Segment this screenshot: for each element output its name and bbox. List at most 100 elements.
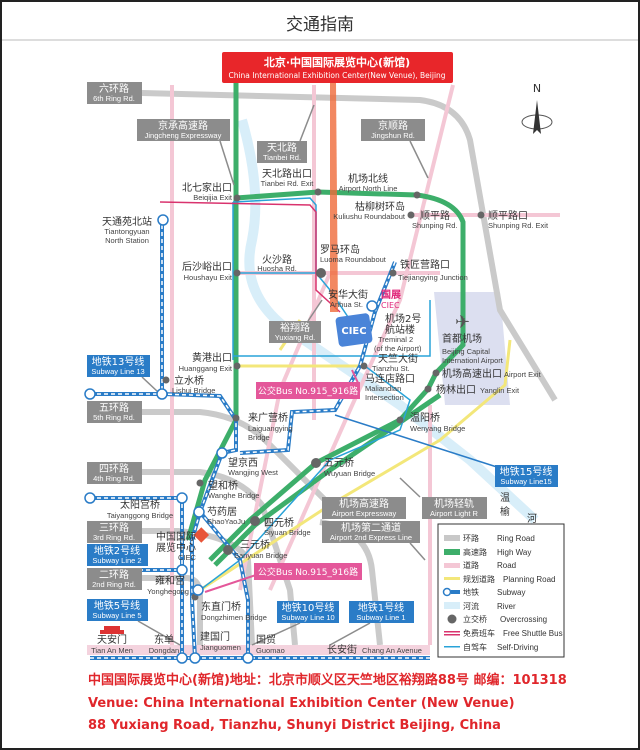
legend-item-shuttle-bus: 免费班车 Free Shuttle Bus [444, 628, 563, 638]
svg-text:高速路: 高速路 [463, 547, 487, 557]
svg-text:地铁10号线: 地铁10号线 [282, 601, 335, 614]
svg-text:4th Ring Rd.: 4th Ring Rd. [93, 474, 135, 483]
houshayu-label: 后沙峪出口 [182, 260, 232, 273]
svg-text:Planning Road: Planning Road [503, 575, 555, 584]
overcrossing-dot [360, 362, 368, 370]
subway-icon [157, 214, 169, 226]
kuliushu-label: 枯柳树环岛 [355, 200, 405, 213]
svg-text:Subway Line15: Subway Line15 [500, 477, 551, 486]
subway-icon [84, 492, 96, 504]
svg-text:5th Ring Rd.: 5th Ring Rd. [93, 413, 135, 422]
siyuan-label: 四元桥 [264, 517, 294, 529]
svg-text:Subway Line 1: Subway Line 1 [356, 613, 405, 622]
tianzhu-en: Tianzhu St. [372, 364, 410, 373]
wanghe-en: Wanghe Bridge [208, 491, 259, 500]
svg-text:免费班车: 免费班车 [463, 628, 495, 638]
shaoyaoju-label: 芍药居 [207, 505, 237, 518]
svg-text:Subway Line 13: Subway Line 13 [91, 367, 144, 376]
subway-icon [176, 652, 188, 664]
anhua-label: 安华大街 [328, 288, 368, 301]
lishui-en: Lishui Bridge [172, 386, 215, 395]
banner-en: China International Exhibition Center(Ne… [228, 71, 445, 80]
svg-text:京承高速路: 京承高速路 [158, 119, 208, 132]
self-driving-routes [199, 197, 431, 591]
banner-pointer [330, 83, 338, 312]
svg-text:地铁15号线: 地铁15号线 [500, 465, 553, 478]
shuttle-bus-route [159, 201, 341, 313]
ciec-old-label: 中国国际 [156, 530, 196, 543]
subway-icon [176, 492, 188, 504]
overcrossing-dot [162, 376, 170, 384]
venue-address: 中国国际展览中心(新馆)地址：北京市顺义区天竺地区裕翔路88号 邮编：10131… [88, 672, 567, 733]
overcrossing-dot [196, 479, 204, 487]
airplane-icon: ✈ [455, 312, 470, 333]
yanglin-label: 杨林出口 [436, 383, 476, 396]
subway-icon [193, 506, 205, 518]
svg-text:Subway Line 2: Subway Line 2 [92, 556, 141, 565]
tianbei-exit-label: 天北路出口 [262, 167, 312, 180]
svg-text:道路: 道路 [463, 560, 479, 570]
laiguangying-label: 来广营桥 [248, 411, 288, 424]
svg-text:二环路: 二环路 [99, 568, 129, 581]
svg-text:地铁13号线: 地铁13号线 [92, 355, 145, 368]
dongzhimen-label: 东直门桥 [201, 600, 241, 613]
tiantongyuan-en2: North Station [105, 236, 149, 245]
svg-text:Jingcheng Expressway: Jingcheng Expressway [145, 131, 222, 140]
bus-callout [204, 574, 257, 593]
svg-text:Free Shuttle Bus: Free Shuttle Bus [503, 629, 563, 638]
changan-en: Chang An Avenue [362, 646, 422, 655]
maliandian-label: 马连店路口 [365, 372, 415, 385]
capital-airport-label: 首都机场 [442, 332, 482, 345]
tiananmen-label: 天安门 [97, 633, 127, 646]
tiantongyuan-en1: Tiantongyuan [104, 227, 149, 236]
overcrossing-dot [477, 211, 485, 219]
svg-text:Airport Expressway: Airport Expressway [332, 509, 397, 518]
svg-text:裕翔路: 裕翔路 [280, 321, 310, 334]
luoma-en: Luoma Roundabout [320, 255, 387, 264]
overcrossing-dot [233, 362, 241, 370]
overcrossing-dot [389, 269, 397, 277]
overcrossing-dots [162, 188, 485, 601]
svg-text:Road: Road [497, 561, 516, 570]
overcrossing-dot [314, 188, 322, 196]
airport-exit-label: 机场高速出口 [442, 367, 502, 380]
svg-text:Yuxiang Rd.: Yuxiang Rd. [275, 333, 315, 342]
laiguangying-en1: Laiguangying [248, 424, 293, 433]
svg-text:3rd Ring Rd.: 3rd Ring Rd. [93, 533, 135, 542]
airport-exit-en: Airport Exit [504, 370, 542, 379]
banner-zh: 北京·中国国际展览中心(新馆) [264, 55, 410, 69]
ciec-old-venue-marker [193, 527, 210, 543]
wuyuan-en: Wuyuan Bridge [324, 469, 375, 478]
capital-airport-en2: Internationl Airport [442, 356, 504, 365]
wenyu-river-c3: 河 [527, 513, 537, 525]
svg-text:Airport Light R: Airport Light R [430, 509, 479, 518]
svg-text:五环路: 五环路 [99, 401, 129, 414]
overcrossing-dot [233, 194, 241, 202]
huosha-en: Huosha Rd. [257, 264, 297, 273]
siyuan-en: Siyuan Bridge [264, 528, 311, 537]
subway-icon [156, 388, 168, 400]
svg-text:自驾车: 自驾车 [463, 642, 487, 652]
svg-text:Airport 2nd Express Line: Airport 2nd Express Line [330, 533, 412, 542]
airport-area [434, 292, 510, 405]
tianbei-exit-en: Tianbei Rd. Exit [261, 179, 315, 188]
wenyang-en: Wenyang Bridge [410, 424, 465, 433]
tiantongyuan-label: 天通苑北站 [102, 215, 152, 228]
guomao-en: Guomao [256, 646, 285, 655]
shaoyaoju-en: ShaoYaoJu [207, 517, 245, 526]
terminal2-en2: (of the Airport) [374, 344, 422, 353]
huanggang-label: 黄港出口 [192, 351, 232, 364]
page-title: 交通指南 [286, 15, 354, 35]
sanyuan-label: 三元桥 [240, 539, 270, 551]
